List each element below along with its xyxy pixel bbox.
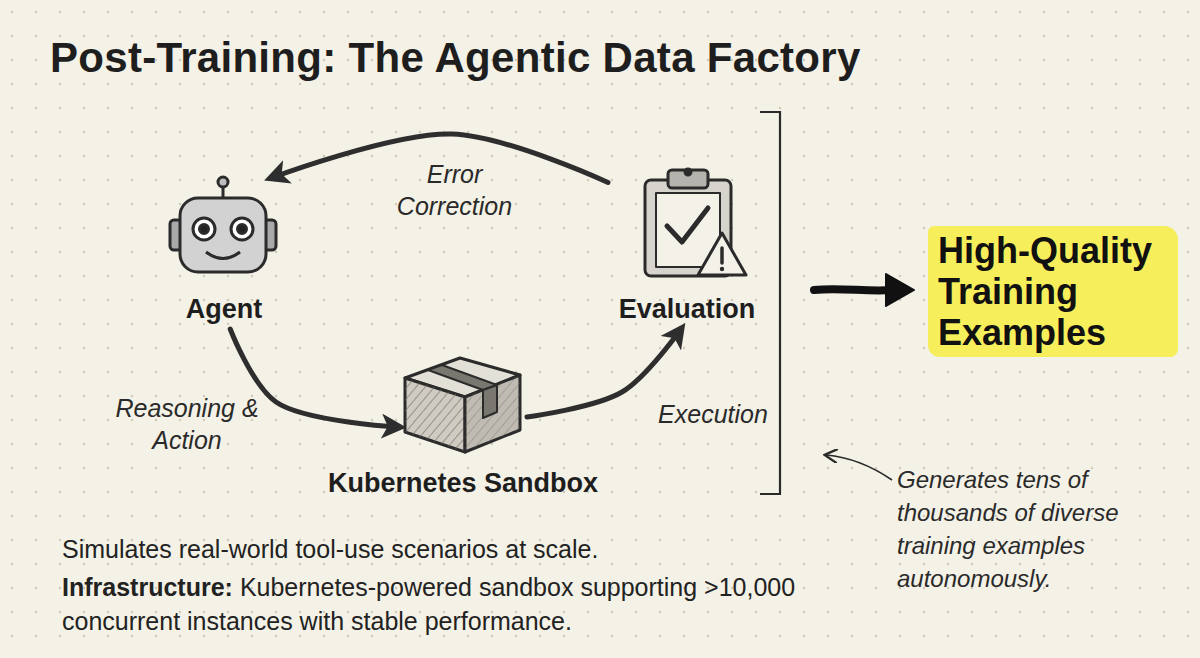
paragraph: Infrastructure:Kubernetes-powered sandbo… bbox=[62, 570, 822, 638]
node-label: Kubernetes Sandbox bbox=[328, 467, 598, 499]
node-label: Agent bbox=[186, 293, 263, 325]
output-arrow bbox=[814, 274, 914, 306]
bracket bbox=[760, 112, 780, 494]
edge-label: Reasoning & Action bbox=[112, 392, 262, 456]
box-icon bbox=[405, 358, 520, 452]
edge-label: Execution bbox=[648, 398, 778, 430]
node-label: Evaluation bbox=[619, 293, 756, 325]
side-note: Generates tens of thousands of diverse t… bbox=[897, 463, 1177, 595]
description: Simulates real-world tool-use scenarios … bbox=[62, 532, 822, 566]
flow-arrow bbox=[527, 329, 681, 417]
output-box: High-Quality Training Examples bbox=[928, 226, 1178, 357]
title: Post-Training: The Agentic Data Factory bbox=[50, 34, 861, 82]
output-label: High-Quality Training Examples bbox=[938, 230, 1168, 353]
agent-node: Agent bbox=[162, 182, 286, 325]
clipboard-icon bbox=[645, 169, 746, 276]
robot-icon bbox=[170, 177, 276, 272]
bold-term: Infrastructure: bbox=[62, 573, 233, 601]
leader-arrow bbox=[826, 455, 892, 480]
edge-label: Error Correction bbox=[382, 158, 527, 222]
evaluation-node: Evaluation bbox=[612, 163, 762, 325]
sandbox-node: Kubernetes Sandbox bbox=[403, 355, 523, 455]
